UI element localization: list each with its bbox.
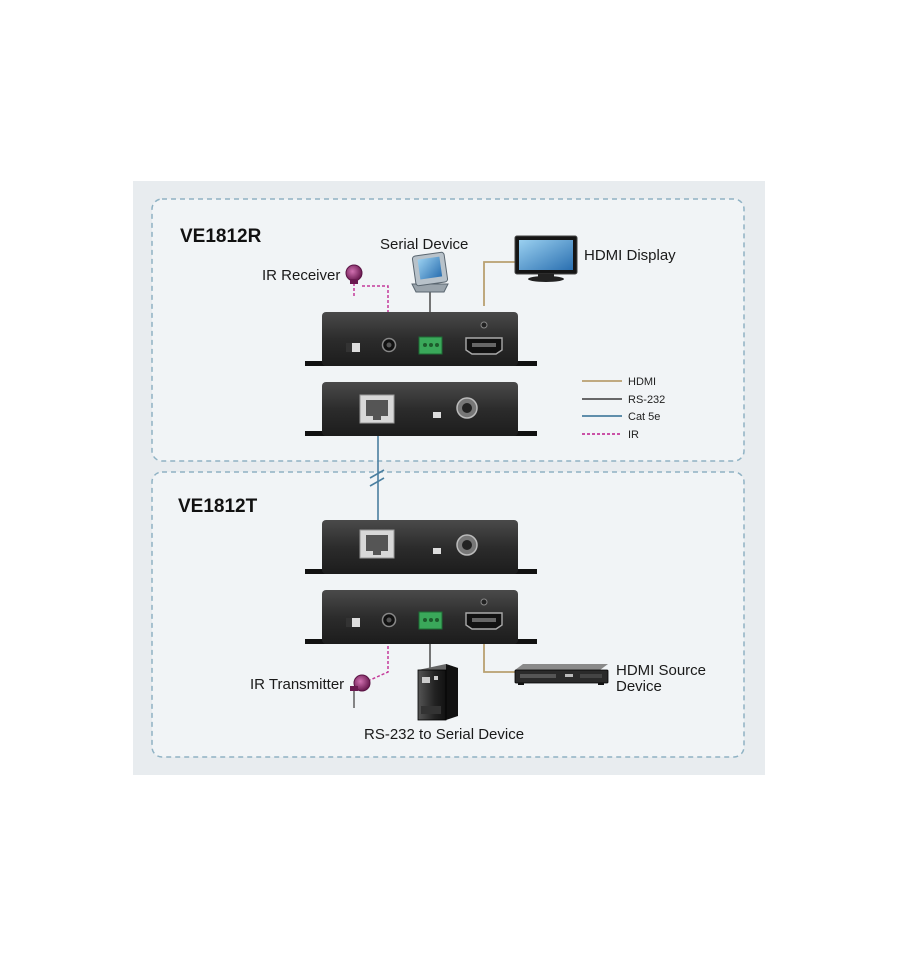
- legend-label-rs232: RS-232: [628, 394, 665, 406]
- label-serial-device: Serial Device: [380, 236, 468, 253]
- transmitter-title: VE1812T: [178, 496, 258, 517]
- terminal-pin: [429, 618, 433, 622]
- terminal-pin: [435, 618, 439, 622]
- service-switch: [433, 412, 441, 418]
- hdmi-port-pins: [472, 343, 496, 347]
- power-jack-hole: [462, 540, 472, 550]
- receiver-title: VE1812R: [180, 226, 262, 247]
- transmitter-unit-front: [305, 590, 537, 644]
- rj45-socket: [366, 535, 388, 551]
- label-hdmi-display: HDMI Display: [584, 247, 676, 264]
- serial-device-icon: [411, 251, 449, 293]
- hdmi-source-cable: [483, 638, 515, 673]
- rj45-tab: [373, 551, 381, 555]
- transmitter-unit-back: [305, 520, 537, 574]
- label-ir-receiver: IR Receiver: [262, 267, 340, 284]
- terminal-pin: [435, 343, 439, 347]
- dip-switch: [346, 343, 360, 352]
- pc-tower-icon: [417, 664, 458, 721]
- label-ir-transmitter: IR Transmitter: [250, 676, 344, 693]
- legend-label-ir: IR: [628, 429, 639, 441]
- legend-label-cat5e: Cat 5e: [628, 411, 660, 423]
- hdmi-port-pins: [472, 618, 496, 622]
- label-rs232-serial-device: RS-232 to Serial Device: [364, 726, 524, 743]
- receiver-unit-front: [305, 312, 537, 366]
- hdmi-display-cable: [483, 261, 515, 306]
- legend-label-hdmi: HDMI: [628, 376, 656, 388]
- terminal-pin: [423, 343, 427, 347]
- ir-port-hole: [386, 342, 392, 348]
- hdmi-display-icon: [514, 235, 578, 282]
- cable-break-mark: [369, 469, 385, 479]
- unit-body: [322, 520, 518, 574]
- service-switch: [433, 548, 441, 554]
- ir-transmitter-icon: [350, 674, 371, 692]
- ir-port-hole: [386, 617, 392, 623]
- rj45-tab: [373, 416, 381, 420]
- power-jack-hole: [462, 403, 472, 413]
- dip-switch: [346, 618, 360, 627]
- legend: HDMI RS-232 Cat 5e IR: [582, 376, 665, 441]
- led-indicator: [480, 321, 488, 329]
- terminal-pin: [423, 618, 427, 622]
- cable-break-mark: [369, 477, 385, 487]
- dip-switch-knob: [346, 618, 352, 627]
- label-hdmi-source-line1: HDMI Source: [616, 662, 706, 679]
- unit-body: [322, 382, 518, 436]
- ir-receiver-icon: [345, 264, 363, 284]
- rj45-socket: [366, 400, 388, 416]
- hdmi-source-device-icon: [514, 664, 609, 685]
- label-hdmi-source-line2: Device: [616, 678, 662, 695]
- led-indicator: [480, 598, 488, 606]
- terminal-pin: [429, 343, 433, 347]
- dip-switch-knob: [346, 343, 352, 352]
- receiver-unit-back: [305, 382, 537, 436]
